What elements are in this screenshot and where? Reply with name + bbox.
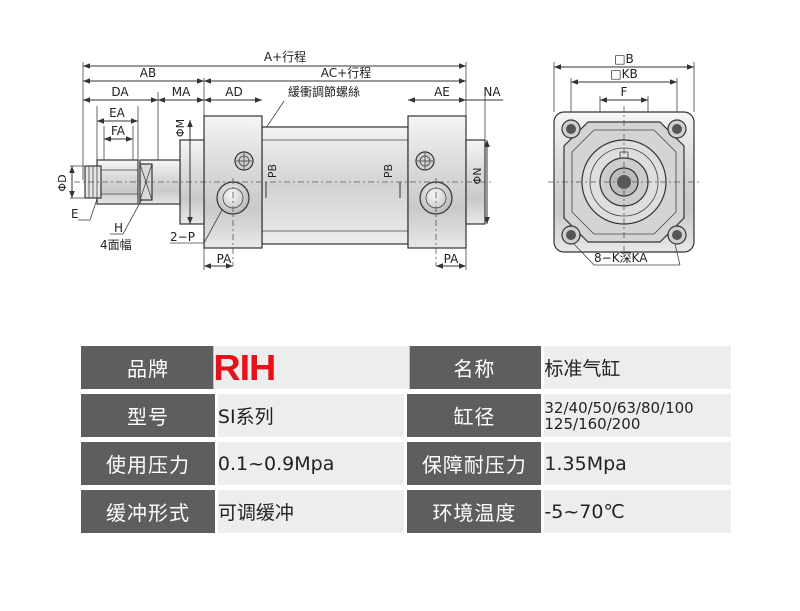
- side-view: A+行程 AB AC+行程 DA MA AD AE NA EA FA 緩衝調節螺…: [56, 49, 503, 270]
- brand-value: RIH: [213, 346, 410, 389]
- ab-label: AB: [140, 66, 156, 80]
- f-label: F: [621, 85, 628, 99]
- proof-pressure-value: 1.35Mpa: [544, 442, 731, 485]
- model-value: SI系列: [217, 394, 405, 437]
- four-faces-label: 4面幅: [100, 237, 132, 252]
- cushion-value: 可调缓冲: [217, 490, 405, 533]
- bore-size-line: 32/40/50/63/80/100: [544, 398, 694, 417]
- pb-label-right: PB: [382, 164, 395, 178]
- temperature-label: 环境温度: [407, 490, 542, 533]
- spec-row: 缓冲形式可调缓冲环境温度-5~70℃: [81, 490, 731, 533]
- phi-d-label: ΦD: [56, 174, 69, 191]
- phi-m-label: ΦM: [174, 119, 187, 137]
- cushion-label: 缓冲形式: [81, 490, 215, 533]
- da-label: DA: [111, 85, 129, 99]
- bore-label: 缸径: [407, 394, 542, 437]
- a-stroke-label: A+行程: [264, 49, 306, 64]
- h-label: H: [114, 221, 123, 235]
- pressure-value: 0.1~0.9Mpa: [217, 442, 405, 485]
- ae-label: AE: [434, 85, 450, 99]
- temperature-value: -5~70℃: [544, 490, 731, 533]
- phi-n-label: ΦN: [471, 168, 484, 185]
- ma-label: MA: [172, 85, 191, 99]
- k-depth-label: 8−K深KA: [594, 251, 648, 265]
- proof-pressure-label: 保障耐压力: [407, 442, 542, 485]
- e-label: E: [71, 207, 79, 221]
- fa-label: FA: [111, 124, 126, 138]
- ea-label: EA: [109, 106, 126, 120]
- name-value: 标准气缸: [544, 346, 731, 389]
- brand-label: 品牌: [81, 346, 215, 389]
- bore-size-line: 125/160/200: [544, 414, 641, 433]
- pa-label-left: PA: [217, 252, 232, 266]
- ad-label: AD: [225, 85, 242, 99]
- cylinder-dimension-drawing: A+行程 AB AC+行程 DA MA AD AE NA EA FA 緩衝調節螺…: [56, 49, 700, 270]
- kb-label: □KB: [610, 67, 637, 81]
- pb-label-left: PB: [266, 164, 279, 178]
- cushion-screw-label: 緩衝調節螺絲: [288, 84, 360, 99]
- b-label: □B: [614, 52, 634, 66]
- two-p-label: 2−P: [170, 230, 195, 244]
- na-label: NA: [483, 85, 501, 99]
- model-label: 型号: [81, 394, 215, 437]
- pa-label-right: PA: [444, 252, 459, 266]
- pressure-label: 使用压力: [81, 442, 215, 485]
- front-view: □B □KB F 8−K深KA: [548, 52, 700, 266]
- ac-stroke-label: AC+行程: [321, 65, 371, 80]
- name-label: 名称: [407, 346, 542, 389]
